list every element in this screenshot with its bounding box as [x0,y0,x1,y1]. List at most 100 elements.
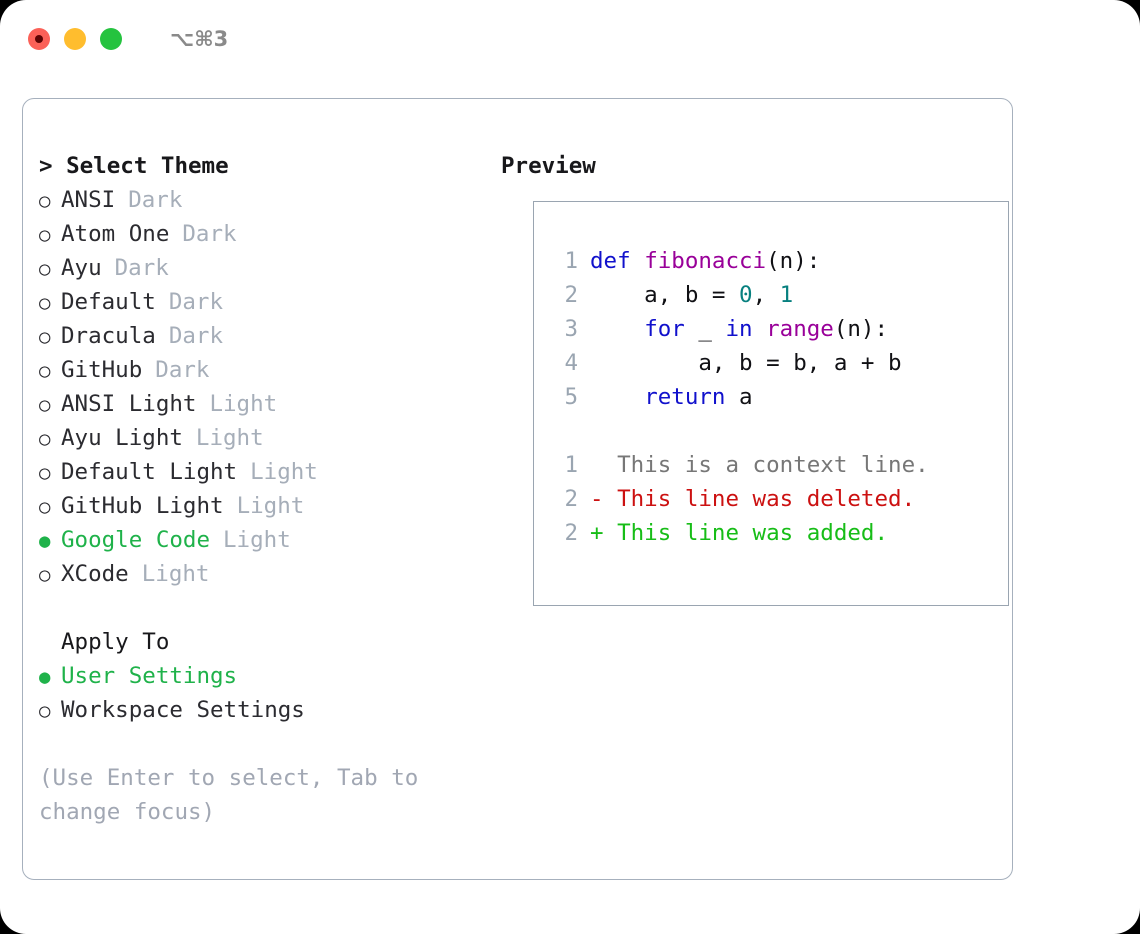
theme-name-label: GitHub [61,357,143,383]
diff-marker: - [590,486,618,512]
theme-variant-label: Light [141,561,210,587]
theme-list-item[interactable]: ○ ANSI Light Light [39,387,489,421]
line-number: 3 [564,316,578,342]
diff-text: This line was added. [617,520,889,546]
radio-unselected-icon: ○ [39,462,51,484]
diff-line-list: 1 This is a context line.2- This line wa… [550,448,1008,550]
title-bar: ⌥⌘3 [0,0,1140,78]
zoom-button[interactable] [100,28,122,50]
theme-name-label: Atom One [61,221,170,247]
line-number: 1 [564,452,578,478]
radio-unselected-icon: ○ [39,564,51,586]
line-number: 1 [564,248,578,274]
spacer [39,591,489,625]
line-number: 2 [564,486,578,512]
code-token-keyword: def [590,248,645,274]
theme-name-label: XCode [61,561,129,587]
line-number: 5 [564,384,578,410]
diff-marker [590,448,617,482]
apply-to-label: Apply To [61,629,170,655]
keyboard-shortcut-label: ⌥⌘3 [170,27,229,51]
line-number: 2 [564,282,578,308]
radio-unselected-icon: ○ [39,190,51,212]
apply-to-option-label: Workspace Settings [61,697,305,723]
radio-unselected-icon: ○ [39,360,51,382]
theme-name-label: Dracula [61,323,156,349]
code-token-number: 1 [779,282,794,308]
theme-name-label: ANSI Light [61,391,197,417]
preview-title: Preview [501,153,596,179]
theme-list-item[interactable]: ○ XCode Light [39,557,489,591]
theme-variant-label: Light [236,493,305,519]
diff-line: 1 This is a context line. [550,448,1008,482]
code-token-keyword: return [644,384,726,410]
theme-variant-label: Light [195,425,264,451]
code-line: 2 a, b = 0, 1 [550,278,1008,312]
theme-variant-label: Dark [128,187,183,213]
radio-unselected-icon: ○ [39,428,51,450]
radio-unselected-icon: ○ [39,700,51,722]
theme-variant-label: Dark [182,221,237,247]
apply-to-option[interactable]: ○ Workspace Settings [39,693,489,727]
theme-variant-label: Dark [168,289,224,315]
radio-selected-icon: ● [39,666,51,688]
apply-to-option-label: User Settings [61,663,238,689]
radio-unselected-icon: ○ [39,224,51,246]
theme-variant-label: Dark [168,323,224,349]
code-token-plain: a [725,384,753,410]
code-token-plain [590,312,644,346]
apply-to-options: ● User Settings ○ Workspace Settings [39,659,489,727]
theme-variant-label: Light [223,527,291,553]
code-token-function: range [766,316,834,342]
code-token-plain: , [752,282,780,308]
code-token-plain [590,380,644,414]
page-title: > Select Theme [39,153,229,179]
theme-name-label: ANSI [61,187,116,213]
code-token-function: fibonacci [644,248,767,274]
theme-list-item[interactable]: ○ ANSI Dark [39,183,489,217]
theme-variant-label: Light [209,391,278,417]
apply-to-option[interactable]: ● User Settings [39,659,489,693]
minimize-button[interactable] [64,28,86,50]
code-line: 3 for _ in range(n): [550,312,1008,346]
code-line: 4 a, b = b, a + b [550,346,1008,380]
diff-text: This is a context line. [617,452,929,478]
keyboard-hint-text: (Use Enter to select, Tab to change focu… [39,765,419,825]
theme-name-label: Ayu [61,255,102,281]
diff-marker: + [590,520,618,546]
radio-unselected-icon: ○ [39,292,51,314]
diff-text: This line was deleted. [617,486,916,512]
line-number: 2 [564,520,578,546]
theme-list-item[interactable]: ○ GitHub Light Light [39,489,489,523]
traffic-light-group [28,28,122,50]
close-button[interactable] [28,28,50,50]
radio-unselected-icon: ○ [39,496,51,518]
code-token-number: 0 [739,282,753,308]
code-token-keyword: for [644,316,685,342]
code-token-plain: (n): [766,248,821,274]
code-line: 1 def fibonacci(n): [550,244,1008,278]
theme-list-item[interactable]: ○ Atom One Dark [39,217,489,251]
code-token-plain: a, b = b, a + b [590,350,902,376]
diff-line: 2- This line was deleted. [550,482,1008,516]
radio-unselected-icon: ○ [39,394,51,416]
theme-name-label: GitHub Light [61,493,224,519]
code-token-plain: _ [684,316,726,342]
line-number: 4 [564,350,578,376]
code-line: 5 return a [550,380,1008,414]
theme-name-label: Google Code [61,527,211,553]
theme-name-label: Default Light [61,459,238,485]
